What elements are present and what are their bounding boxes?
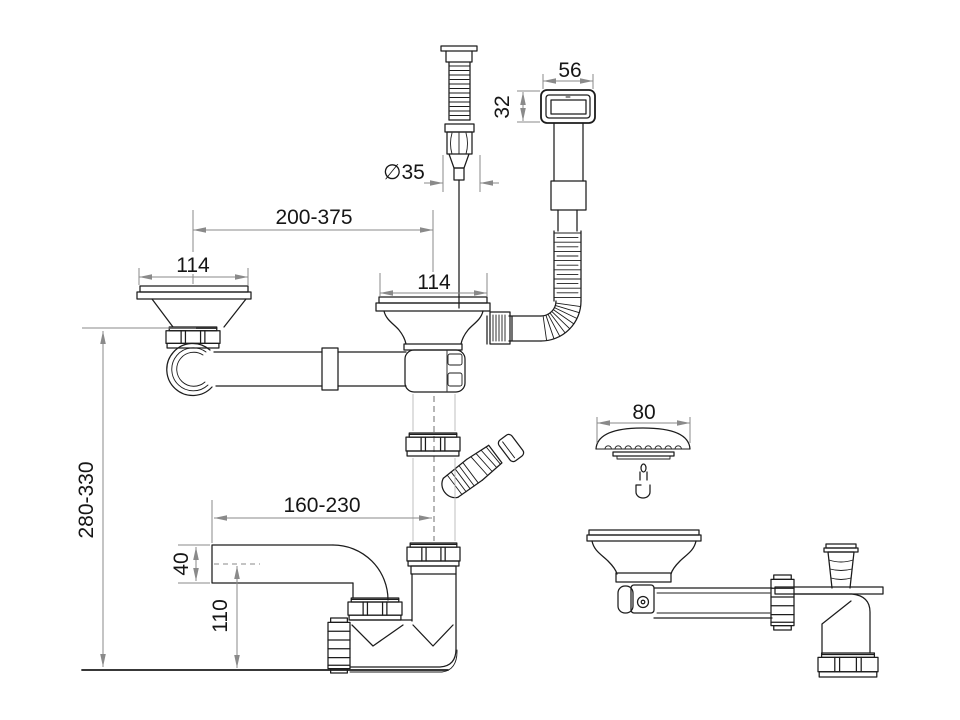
dim-label-left-bowl-flange: 114	[176, 254, 210, 277]
left-drain-bowl	[137, 286, 251, 395]
strainer-basket	[596, 428, 690, 498]
dim-label-basket-diameter: 80	[632, 401, 655, 424]
mounting-clip	[618, 586, 633, 613]
dim-plug-diameter: ∅35	[383, 155, 499, 192]
elbow-outlet-nut	[817, 652, 879, 678]
clamp-bracket	[631, 585, 654, 613]
dimension-annotations: 56 32 ∅35 200-375 114 114	[75, 59, 690, 668]
side-view-assembly	[587, 530, 883, 678]
dim-outlet-reach: 160-230	[212, 494, 432, 543]
dishwasher-connector	[437, 433, 525, 503]
overflow-hose	[487, 231, 581, 344]
dim-label-outlet-reach: 160-230	[283, 494, 360, 517]
clamp-screw	[638, 597, 649, 608]
dim-bowl-center-distance: 200-375	[193, 206, 433, 284]
dim-overflow-height: 32	[491, 91, 540, 122]
dim-left-bowl-flange: 114	[139, 254, 248, 285]
dim-label-overflow-height: 32	[491, 95, 514, 118]
dim-installation-height: 280-330	[75, 328, 196, 667]
dim-trap-height: 110	[209, 564, 260, 668]
trap-union-nut	[406, 542, 461, 567]
dim-basket-diameter: 80	[597, 401, 690, 443]
dim-outlet-pipe-diameter: 40	[170, 545, 210, 583]
dim-label-trap-height: 110	[209, 599, 232, 632]
dim-right-bowl-flange: 114	[380, 271, 487, 296]
drain-tee	[405, 350, 465, 392]
dim-label-outlet-pipe-diameter: 40	[170, 552, 193, 575]
dim-label-right-bowl-flange: 114	[417, 271, 451, 294]
outlet-pipe	[212, 545, 388, 600]
dim-overflow-width: 56	[543, 59, 593, 89]
overflow-cover-top-view	[541, 90, 595, 231]
dim-label-overflow-width: 56	[558, 59, 581, 82]
dishwasher-inlet-stub	[824, 544, 858, 588]
trap-assembly	[327, 394, 461, 674]
connecting-pipe	[214, 348, 406, 390]
outlet-bend-nut	[347, 597, 403, 621]
trap-inlet-nut	[405, 432, 461, 457]
popup-control-pillar	[441, 46, 477, 308]
dim-label-bowl-center-distance: 200-375	[275, 206, 352, 229]
left-bowl-elbow	[167, 343, 212, 395]
pipe-union-nut	[770, 574, 795, 631]
dim-label-installation-height: 280-330	[75, 461, 98, 538]
overflow-inlet-nut	[490, 312, 510, 344]
dim-label-plug-diameter: ∅35	[383, 161, 425, 184]
trap-cleanout-nut	[327, 617, 351, 674]
right-drain-bowl	[376, 297, 490, 392]
